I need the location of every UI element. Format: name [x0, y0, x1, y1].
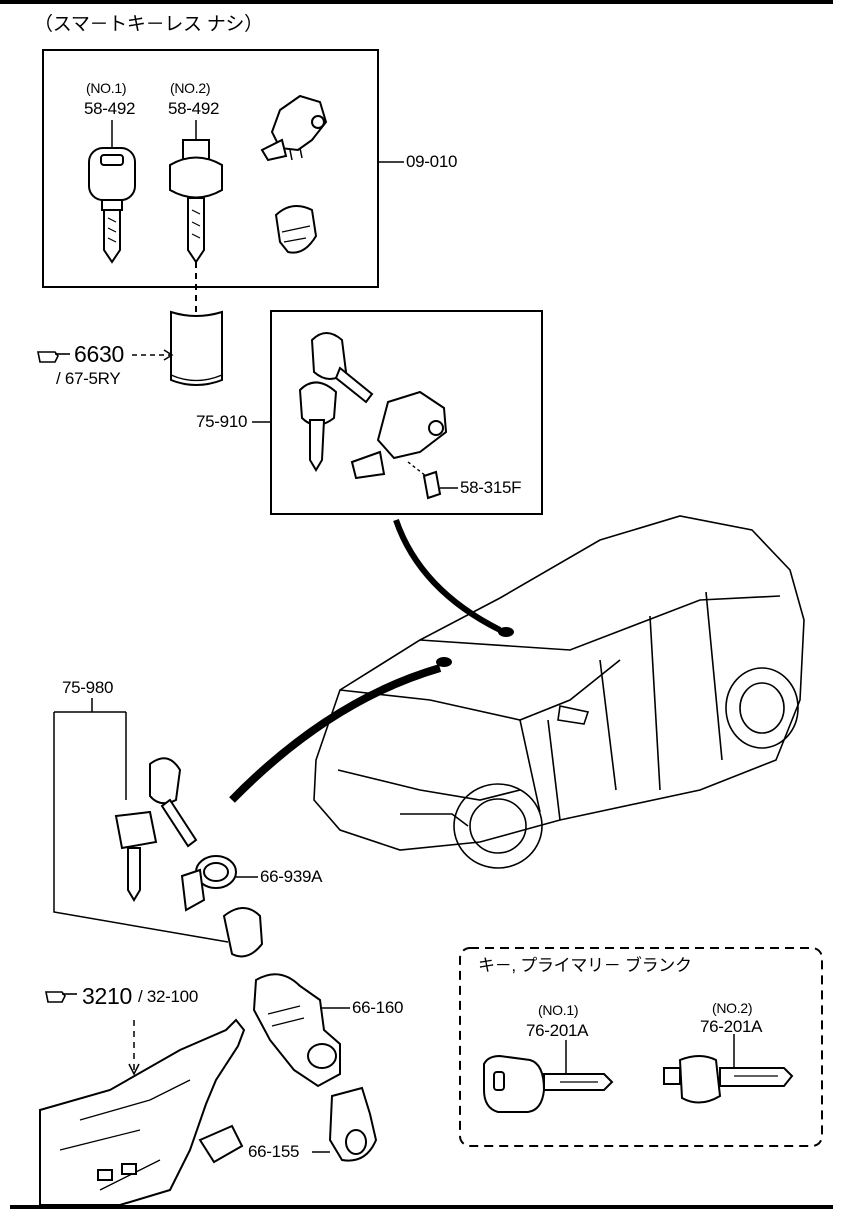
cylinder-small-illustration — [274, 205, 318, 254]
car-outline-illustration — [313, 515, 805, 869]
bracket-75-980 — [53, 698, 229, 943]
set-part-75-980: 75-980 — [62, 678, 114, 697]
box-75-910 — [270, 310, 543, 515]
cylinder-left-illustration — [222, 907, 264, 958]
ring-part-66-939A: 66-939A — [260, 867, 323, 886]
ref-6630-sub: / 67-5RY — [56, 369, 121, 388]
column-cover-illustration — [170, 310, 223, 386]
ignition-switch-illustration — [252, 973, 341, 1088]
page-title: （スマ－トキ－レス ナシ） — [34, 14, 263, 35]
key-no2-part-number: 58-492 — [168, 99, 220, 118]
ref-6630-number: 6630 — [74, 341, 124, 367]
steering-column-illustration — [39, 1018, 246, 1206]
key-pair-illustration — [298, 332, 374, 472]
callout-stroke-left — [229, 664, 442, 803]
key-no1-part-number: 58-492 — [84, 99, 136, 118]
door-lock-mark — [498, 627, 514, 637]
door-lock-illustration — [350, 390, 448, 500]
cylinder-part-66-155: 66-155 — [248, 1142, 300, 1161]
blank-key-no2-tag: (NO.2) — [712, 1000, 753, 1016]
ignition-mark — [436, 657, 452, 667]
set-part-75-910: 75-910 — [196, 412, 248, 431]
lock-assembly-illustration — [260, 94, 328, 162]
ref-3210-number: 3210 — [82, 983, 132, 1009]
key-set-illustration — [114, 757, 198, 902]
set-part-09-010: 09-010 — [406, 152, 458, 171]
ring-illustration — [180, 855, 237, 912]
pointing-hand-icon-2 — [45, 991, 77, 1003]
key-no1-tag: (NO.1) — [86, 80, 127, 96]
blank-key-no2-illustration — [663, 1034, 794, 1104]
blank-key-no1-illustration — [483, 1040, 614, 1113]
blank-key-no2-part: 76-201A — [700, 1017, 763, 1036]
key-no2-tag: (NO.2) — [170, 80, 211, 96]
ref-3210-sub: / 32-100 — [138, 987, 198, 1006]
box-09-010 — [42, 49, 379, 288]
pointing-hand-icon — [37, 351, 70, 363]
key-no1-illustration — [88, 120, 136, 264]
box-blank-keys — [459, 947, 823, 1147]
callout-stroke-top — [393, 519, 502, 633]
sub-part-58-315F: 58-315F — [460, 478, 522, 497]
blank-key-no1-tag: (NO.1) — [538, 1002, 579, 1018]
blank-box-title: キ－, プライマリ－ ブランク — [478, 956, 692, 975]
cylinder-bottom-illustration — [328, 1086, 378, 1162]
switch-part-66-160: 66-160 — [352, 998, 404, 1017]
key-no2-illustration — [169, 120, 223, 315]
blank-key-no1-part: 76-201A — [526, 1021, 589, 1040]
